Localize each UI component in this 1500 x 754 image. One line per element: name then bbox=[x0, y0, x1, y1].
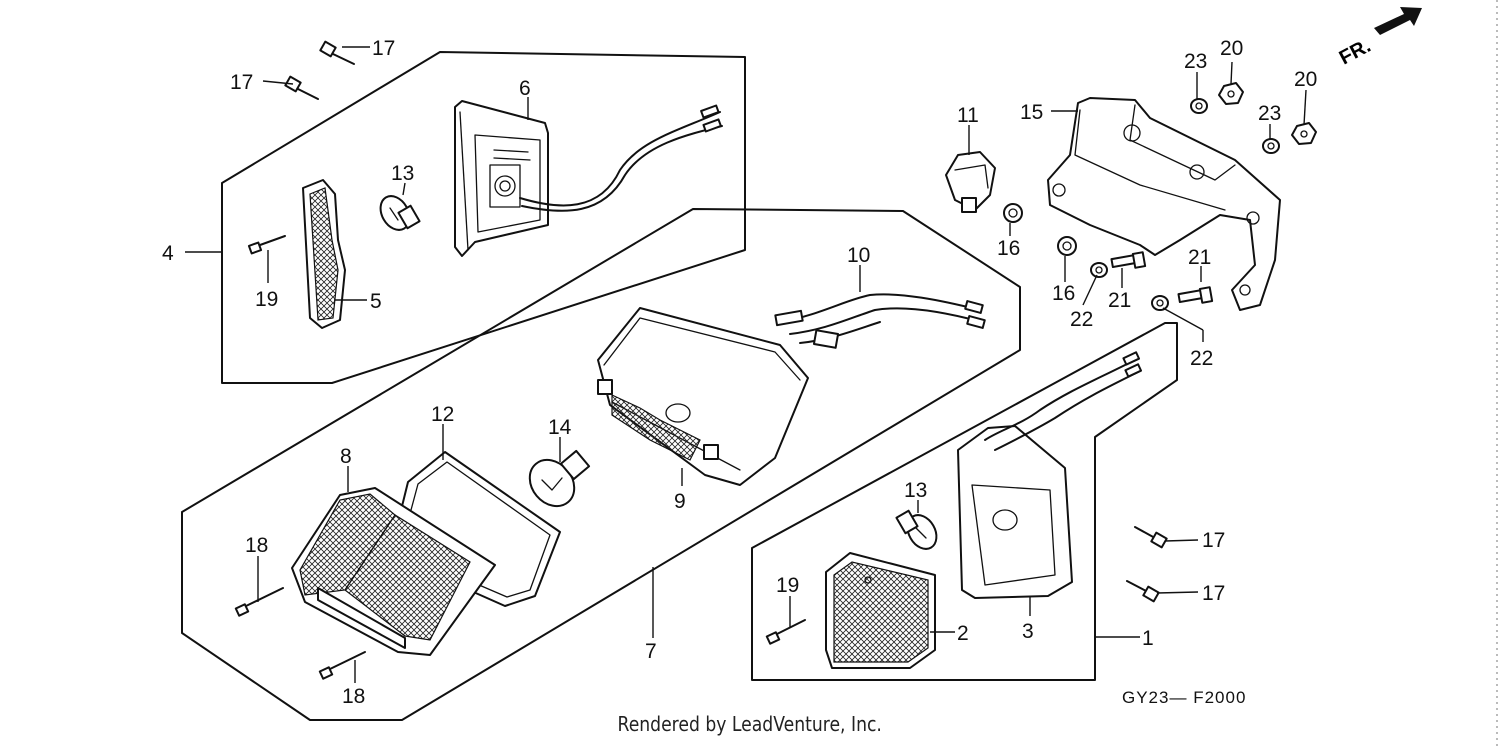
part-11-socket bbox=[945, 151, 996, 213]
part-20-nut-a bbox=[1218, 82, 1244, 105]
part-13-bulb-lower bbox=[895, 509, 938, 550]
front-direction-arrow: FR. bbox=[1336, 7, 1422, 69]
callout-21: 21 bbox=[1108, 289, 1131, 312]
part-19-screw-b bbox=[765, 619, 806, 645]
part-15-bracket bbox=[1047, 97, 1281, 311]
callout-13: 13 bbox=[391, 162, 414, 185]
callout-17: 17 bbox=[1202, 529, 1225, 552]
callout-15: 15 bbox=[1020, 101, 1043, 124]
callout-22: 22 bbox=[1190, 347, 1213, 370]
part-9-housing bbox=[597, 307, 809, 486]
part-2-turn-lens bbox=[825, 552, 936, 669]
callout-16: 16 bbox=[997, 237, 1020, 260]
callout-17: 17 bbox=[372, 37, 395, 60]
callout-17: 17 bbox=[230, 71, 253, 94]
part-16-collar-a bbox=[1003, 203, 1023, 223]
part-16-collar-b bbox=[1057, 236, 1077, 256]
part-13-bulb-upper bbox=[379, 195, 421, 231]
part-17-screw-d bbox=[1126, 580, 1160, 603]
callout-2: 2 bbox=[957, 622, 969, 645]
callout-16: 16 bbox=[1052, 282, 1075, 305]
callout-19: 19 bbox=[776, 574, 799, 597]
assembly-outline-7 bbox=[181, 208, 1021, 721]
callout-12: 12 bbox=[431, 403, 454, 426]
part-17-screw-c bbox=[1134, 526, 1168, 549]
callout-13: 13 bbox=[904, 479, 927, 502]
callout-18: 18 bbox=[342, 685, 365, 708]
part-8-lens bbox=[291, 487, 496, 656]
callout-10: 10 bbox=[847, 244, 870, 267]
callout-3: 3 bbox=[1022, 620, 1034, 643]
part-6-light-housing bbox=[454, 100, 723, 257]
callout-22: 22 bbox=[1070, 308, 1093, 331]
callout-19: 19 bbox=[255, 288, 278, 311]
part-22-washer-a bbox=[1090, 262, 1108, 278]
credit-footer: Rendered by LeadVenture, Inc. bbox=[0, 712, 1500, 736]
part-14-bulb bbox=[528, 449, 591, 508]
callout-labels: 17 17 6 13 4 19 5 10 11 15 16 16 22 21 2… bbox=[162, 37, 1317, 708]
part-5-reflector bbox=[302, 179, 346, 329]
callout-20: 20 bbox=[1294, 68, 1317, 91]
callout-11: 11 bbox=[957, 104, 979, 127]
callout-7: 7 bbox=[645, 640, 657, 663]
callout-18: 18 bbox=[245, 534, 268, 557]
credit-text: Rendered by LeadVenture, Inc. bbox=[617, 712, 883, 736]
leader-lines bbox=[185, 46, 1307, 683]
front-marker-label: FR. bbox=[1336, 35, 1375, 70]
callout-6: 6 bbox=[519, 77, 531, 100]
part-19-screw-a bbox=[247, 235, 286, 255]
callout-21: 21 bbox=[1188, 246, 1211, 269]
callout-8: 8 bbox=[340, 445, 352, 468]
assembly-outline-1 bbox=[751, 322, 1178, 681]
part-21-bolt-b bbox=[1177, 286, 1214, 304]
part-21-bolt-a bbox=[1110, 251, 1147, 269]
callout-1: 1 bbox=[1142, 627, 1154, 650]
part-23-washer-b bbox=[1262, 138, 1280, 154]
part-18-screw-a bbox=[234, 587, 284, 617]
part-3-turn-housing bbox=[957, 351, 1143, 599]
part-23-washer-a bbox=[1190, 98, 1208, 114]
part-22-washer-b bbox=[1151, 295, 1169, 311]
drawing-code: GY23— F2000 bbox=[1122, 688, 1246, 707]
part-18-screw-b bbox=[318, 651, 366, 680]
callout-5: 5 bbox=[370, 290, 382, 313]
assembly-outline-4 bbox=[221, 51, 746, 384]
callout-9: 9 bbox=[674, 490, 686, 513]
callout-17: 17 bbox=[1202, 582, 1225, 605]
part-10-harness bbox=[774, 293, 986, 349]
part-17-screw-b bbox=[284, 75, 319, 100]
callout-14: 14 bbox=[548, 416, 572, 439]
part-17-screw-a bbox=[319, 40, 355, 65]
callout-23: 23 bbox=[1258, 102, 1281, 125]
callout-20: 20 bbox=[1220, 37, 1243, 60]
callout-4: 4 bbox=[162, 242, 174, 265]
part-20-nut-b bbox=[1291, 122, 1317, 145]
callout-23: 23 bbox=[1184, 50, 1207, 73]
